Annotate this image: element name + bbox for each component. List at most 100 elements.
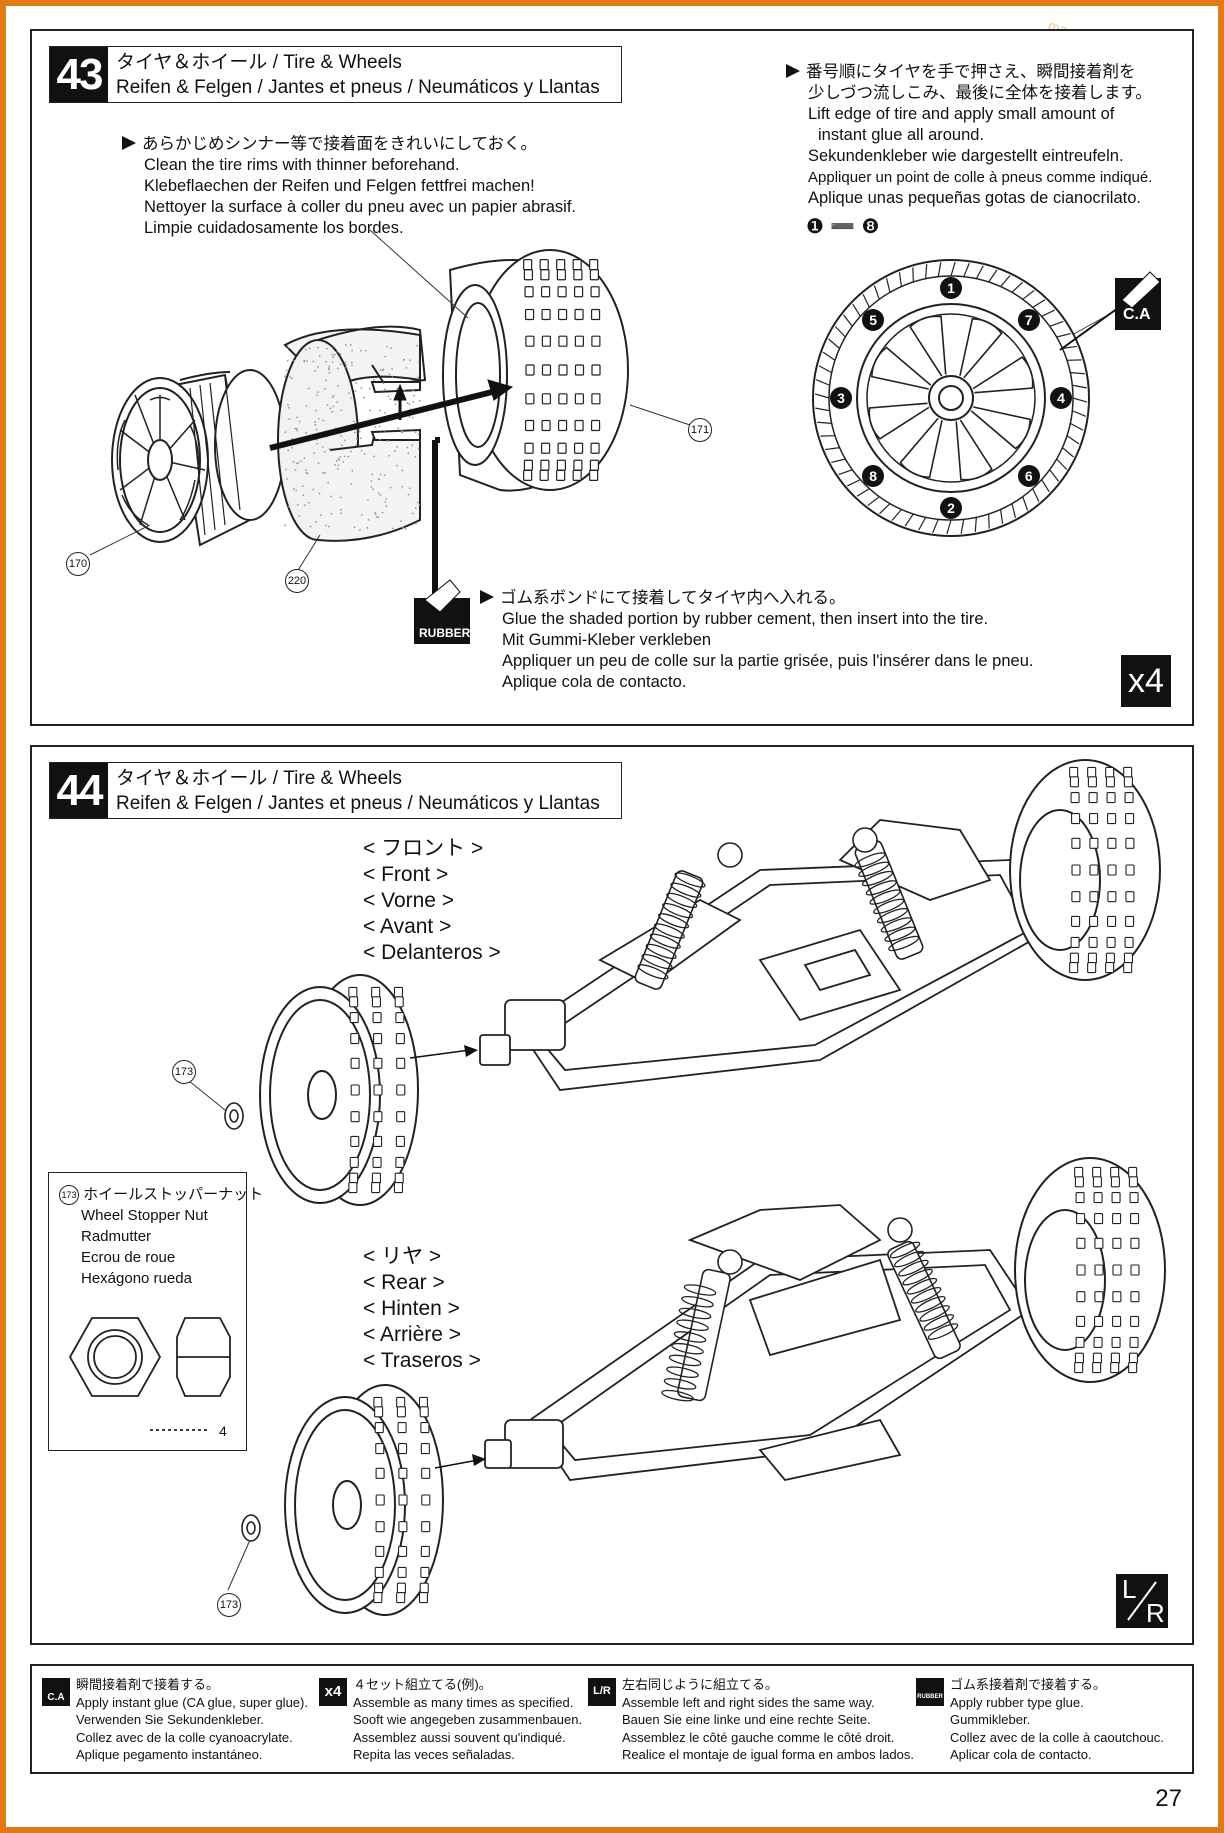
front-label: < Delanteros > xyxy=(363,941,501,964)
foam-dot xyxy=(394,403,397,406)
foam-dot xyxy=(317,391,319,394)
foam-dot xyxy=(286,359,289,362)
tread-block xyxy=(373,1033,383,1045)
spring-coil xyxy=(869,889,901,905)
front-arrowhead xyxy=(464,1045,478,1057)
wheel-spoke xyxy=(970,406,1031,450)
foam-dot xyxy=(411,444,414,447)
foam-dot xyxy=(332,356,334,359)
tread-block xyxy=(1076,1213,1086,1225)
tread-block xyxy=(1112,1291,1122,1303)
tread-block xyxy=(371,996,381,1008)
tread-block xyxy=(420,1422,430,1434)
foam-dot xyxy=(377,478,380,481)
clean-note-line: Nettoyer la surface à coller du pneu ave… xyxy=(144,198,576,216)
spring-coil xyxy=(681,1295,714,1308)
foam-dot xyxy=(334,463,336,466)
tread-block xyxy=(420,1443,430,1455)
nut-leader-line xyxy=(227,1539,251,1591)
step-43-assembly-drawing xyxy=(89,229,1161,644)
foam-dot xyxy=(303,457,306,460)
spring-coil xyxy=(889,1241,921,1259)
foam-dot xyxy=(314,423,317,426)
foam-dot xyxy=(339,363,342,366)
tread-block xyxy=(1092,1166,1102,1178)
tread-block xyxy=(1125,813,1135,825)
legend-line: Verwenden Sie Sekundenkleber. xyxy=(76,1712,264,1727)
step-43-title-line2: Reifen & Felgen / Jantes et pneus / Neum… xyxy=(116,77,600,98)
foam-dot xyxy=(396,387,399,390)
nut-detail-text: 173 ホイールストッパーナット Wheel Stopper Nut Radmu… xyxy=(59,1184,263,1289)
tread-block xyxy=(1071,891,1081,903)
tread-block xyxy=(557,308,568,321)
step-43-title-line1: タイヤ＆ホイール / Tire & Wheels xyxy=(116,52,402,73)
foam-dot xyxy=(412,512,414,515)
foam-dot xyxy=(328,367,330,370)
tread-block xyxy=(372,1156,382,1168)
foam-dot xyxy=(290,377,293,380)
tire-rim-tooth xyxy=(1070,422,1084,431)
foam-dot xyxy=(355,438,358,441)
foam-dot xyxy=(327,525,330,528)
glue-order-point: 4 xyxy=(1050,387,1072,409)
foam-dot xyxy=(328,365,331,368)
foam-dot xyxy=(400,520,403,523)
foam-dot xyxy=(344,439,346,442)
legend-line: Collez avec de la colle à caoutchouc. xyxy=(950,1729,1164,1745)
tread-block xyxy=(350,1084,360,1096)
foam-dot xyxy=(325,379,327,382)
foam-dot xyxy=(298,515,301,517)
rubber-note-line: Mit Gummi-Kleber verkleben xyxy=(502,631,712,649)
foam-dot xyxy=(379,409,381,412)
tread-block xyxy=(540,269,550,281)
step-43-title: タイヤ＆ホイール / Tire & Wheels Reifen & Felgen… xyxy=(108,47,608,102)
foam-dot xyxy=(289,376,291,378)
tread-block xyxy=(1110,1362,1120,1374)
foam-dot xyxy=(401,469,404,472)
tread-block xyxy=(1112,1213,1122,1225)
part-number-nut-rear: 173 xyxy=(217,1593,241,1617)
tread-block xyxy=(396,1084,406,1096)
tread-block xyxy=(349,996,359,1008)
foam-dot xyxy=(379,494,382,497)
wheel-spoke xyxy=(959,318,1003,379)
foam-dot xyxy=(316,394,318,397)
tread-block xyxy=(589,469,599,481)
tread-block xyxy=(1105,766,1115,778)
pointer-triangle-icon xyxy=(480,590,494,604)
foam-dot xyxy=(336,350,339,353)
foam-dot xyxy=(352,420,355,423)
glue-note-line: 番号順にタイヤを手で押さえ、瞬間接着剤を xyxy=(786,62,1152,83)
foam-dot xyxy=(331,396,334,399)
tread-block xyxy=(1069,962,1079,974)
tread-block xyxy=(1094,1213,1104,1225)
foam-dot xyxy=(301,485,304,488)
foam-dot xyxy=(336,367,339,370)
glue-note-line: Appliquer un point de colle à pneus comm… xyxy=(808,169,1153,186)
pointer-triangle-icon xyxy=(122,136,136,150)
wheel-tread-pattern xyxy=(348,766,1140,1604)
foam-dot xyxy=(412,389,414,392)
legend-ca: C.A 瞬間接着剤で接着する。 Apply instant glue (CA g… xyxy=(42,1676,308,1764)
tire-rim-tooth xyxy=(822,351,836,361)
legend-line: Assemble as many times as specified. xyxy=(353,1694,574,1710)
tread-block xyxy=(395,1135,405,1147)
foam-dot xyxy=(365,349,367,352)
tread-block xyxy=(1128,1166,1138,1178)
foam-dot xyxy=(381,389,384,392)
legend-line: Apply rubber type glue. xyxy=(950,1694,1084,1710)
foam-dot xyxy=(319,514,322,517)
foam-dot xyxy=(358,430,361,433)
tread-block xyxy=(374,1566,384,1578)
tread-block xyxy=(420,1545,430,1557)
tread-block xyxy=(573,269,583,281)
foam-dot xyxy=(351,349,353,352)
tread-block xyxy=(557,286,567,298)
front-label: < Avant > xyxy=(363,915,452,938)
foam-dot xyxy=(386,440,389,442)
tire-rim-tooth xyxy=(1072,410,1086,417)
tire-rim-tooth xyxy=(1070,372,1085,375)
legend-line: Assemblez aussi souvent qu'indiqué. xyxy=(353,1729,566,1745)
tire-rim-tooth xyxy=(828,338,840,349)
tread-block xyxy=(1076,1264,1086,1276)
